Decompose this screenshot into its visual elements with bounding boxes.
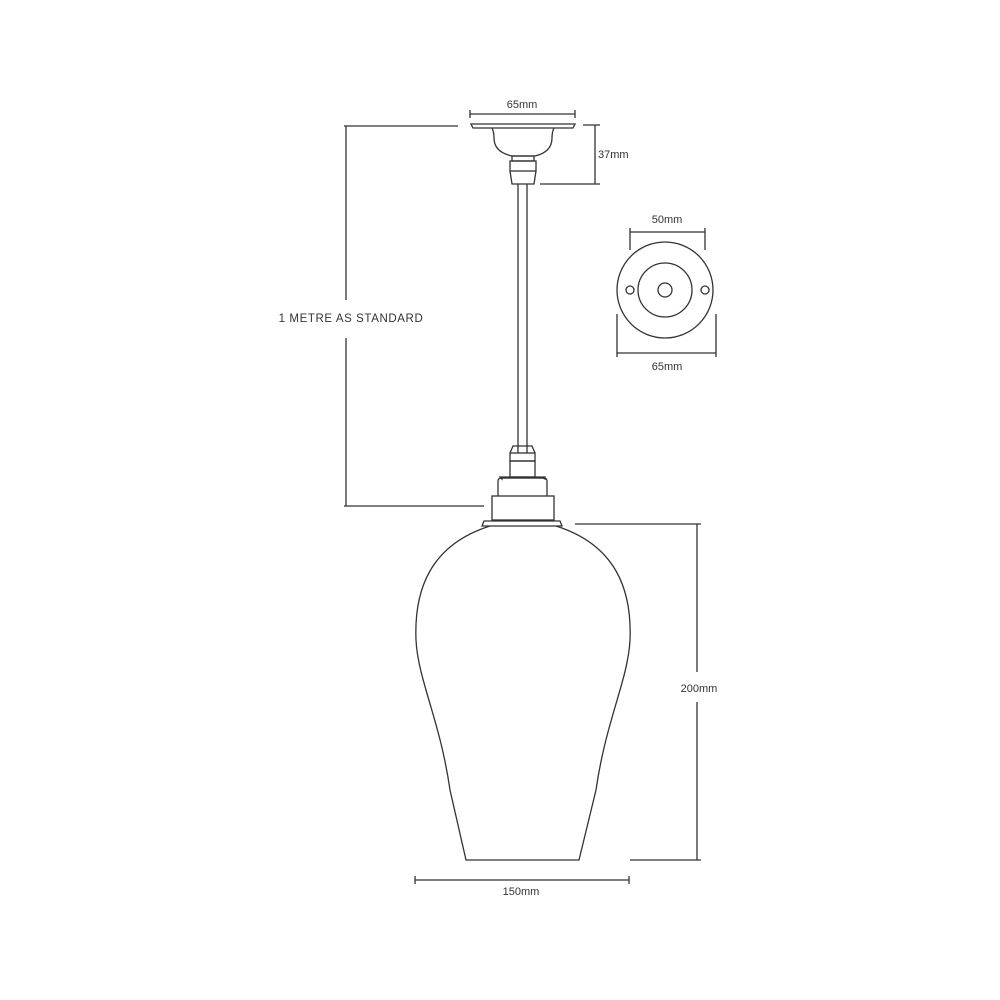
ceiling-rose-plan-view <box>616 241 714 339</box>
dim-shade-height <box>575 523 701 861</box>
shade-width-label: 150mm <box>503 886 540 898</box>
rose-height-label: 37mm <box>598 149 629 161</box>
rose-plan-inner-label: 50mm <box>652 214 683 226</box>
rose-plan-outer-label: 65mm <box>652 361 683 373</box>
drop-length-label: 1 METRE AS STANDARD <box>279 313 424 325</box>
dim-rose-height <box>540 124 600 185</box>
dim-rose-plan-outer <box>616 314 717 357</box>
rose-width-top-label: 65mm <box>507 99 538 111</box>
suspension-cord <box>517 184 528 453</box>
dim-rose-width-top <box>469 110 576 118</box>
dim-drop-length <box>344 125 484 507</box>
ceiling-rose-elevation <box>469 123 577 185</box>
shade-height-label: 200mm <box>681 683 718 695</box>
lamp-holder <box>481 445 563 527</box>
dim-rose-plan-inner <box>629 228 706 250</box>
dim-shade-width <box>414 876 630 884</box>
glass-shade <box>415 525 631 861</box>
